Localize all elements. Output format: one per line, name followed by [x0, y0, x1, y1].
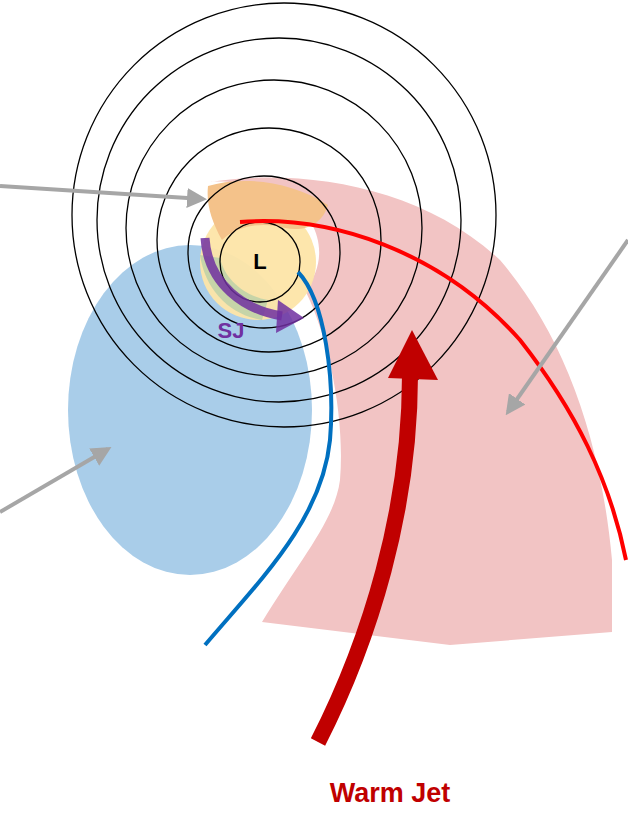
- sting-jet-label: SJ: [218, 320, 245, 342]
- sting-jet-arrow: [205, 238, 282, 316]
- isobars: [72, 3, 496, 427]
- sting-jet-head: [276, 300, 304, 333]
- pointer-arrows: [0, 186, 628, 512]
- warm-jet-head: [388, 330, 438, 380]
- warm-jet-arrow: [318, 375, 410, 742]
- warm-jet-label: Warm Jet: [330, 780, 451, 807]
- low-centre-label: L: [253, 251, 266, 273]
- core-orange: [208, 181, 328, 240]
- warm-front: [240, 221, 626, 560]
- cold-front: [205, 272, 331, 645]
